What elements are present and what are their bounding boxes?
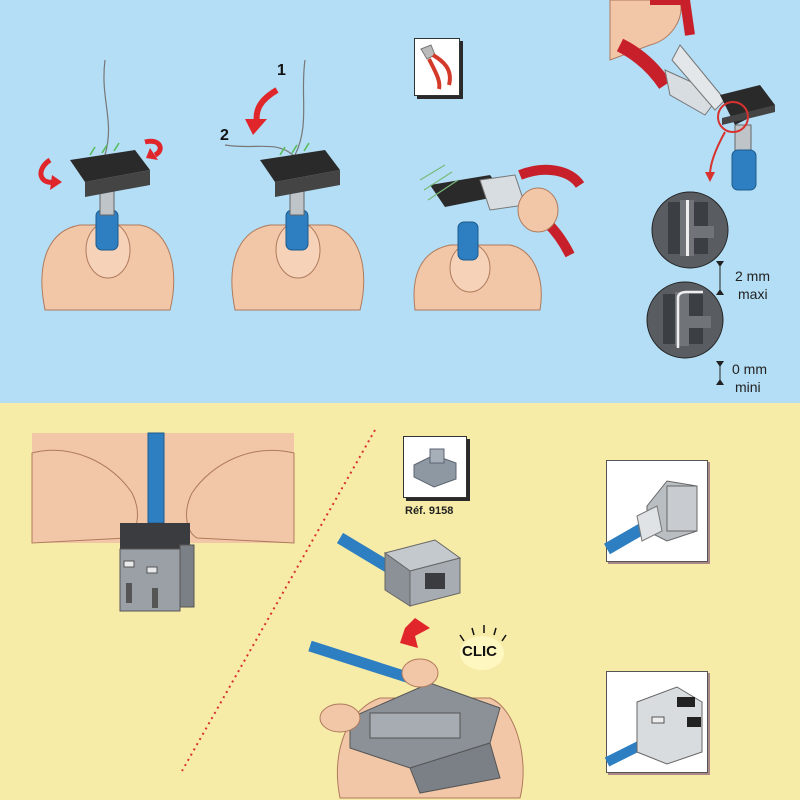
side-cutter-pliers-icon	[420, 44, 452, 90]
tolerance-max-label: maxi	[738, 286, 768, 302]
step-bend-illustration: 1 2	[215, 55, 375, 311]
thumbnail-assembled-front	[604, 671, 708, 773]
tolerance-min-value: 0 mm	[732, 361, 767, 377]
hands-pressing-cap-icon	[31, 432, 295, 612]
hand-holding-connector-icon	[224, 59, 365, 311]
tool-icon-box	[414, 38, 460, 96]
thumbnail-assembled-side	[603, 460, 708, 562]
assembled-connector-front-icon	[604, 686, 703, 767]
hands-clipping-connector-icon	[308, 618, 524, 799]
tolerance-min-label: mini	[735, 379, 761, 395]
sound-burst-icon	[459, 625, 507, 670]
step-clip-illustration	[300, 618, 530, 799]
connector-section-max-icon	[651, 191, 729, 269]
bend-label-1: 1	[277, 62, 286, 79]
bottom-panel: Réf. 9158	[0, 403, 800, 800]
dimension-arrow-max-icon	[716, 261, 724, 295]
step-trim-illustration	[609, 0, 780, 191]
dimension-arrow-min-icon	[716, 361, 724, 385]
rj45-connector-icon	[336, 532, 462, 607]
bend-label-2: 2	[220, 127, 229, 144]
step-cut-illustration	[410, 150, 585, 311]
reference-label: Réf. 9158	[405, 505, 454, 517]
tolerance-max-value: 2 mm	[735, 268, 770, 284]
clic-sound-badge: CLIC	[450, 625, 514, 675]
tolerance-detail-max	[650, 190, 730, 270]
clic-label: CLIC	[462, 643, 497, 660]
pliers-trimming-connector-icon	[609, 0, 775, 191]
keystone-frame-icon	[413, 448, 457, 488]
tolerance-detail-min	[645, 280, 725, 360]
step-press-cap-illustration	[31, 432, 295, 618]
assembled-connector-side-icon	[603, 480, 698, 555]
detail-circle-icon	[717, 101, 749, 133]
connector-with-cable-illustration	[336, 528, 470, 613]
curved-arrow-icon	[253, 87, 279, 124]
step-rotate-illustration	[30, 59, 180, 311]
rotate-arrow-right-icon	[144, 138, 163, 158]
connector-section-min-icon	[646, 281, 724, 359]
hand-cutting-wires-icon	[413, 164, 585, 311]
top-panel: 1 2	[0, 0, 800, 403]
reference-product-box	[403, 436, 467, 498]
hand-holding-connector-icon	[38, 59, 175, 311]
press-arrow-icon	[400, 618, 430, 648]
